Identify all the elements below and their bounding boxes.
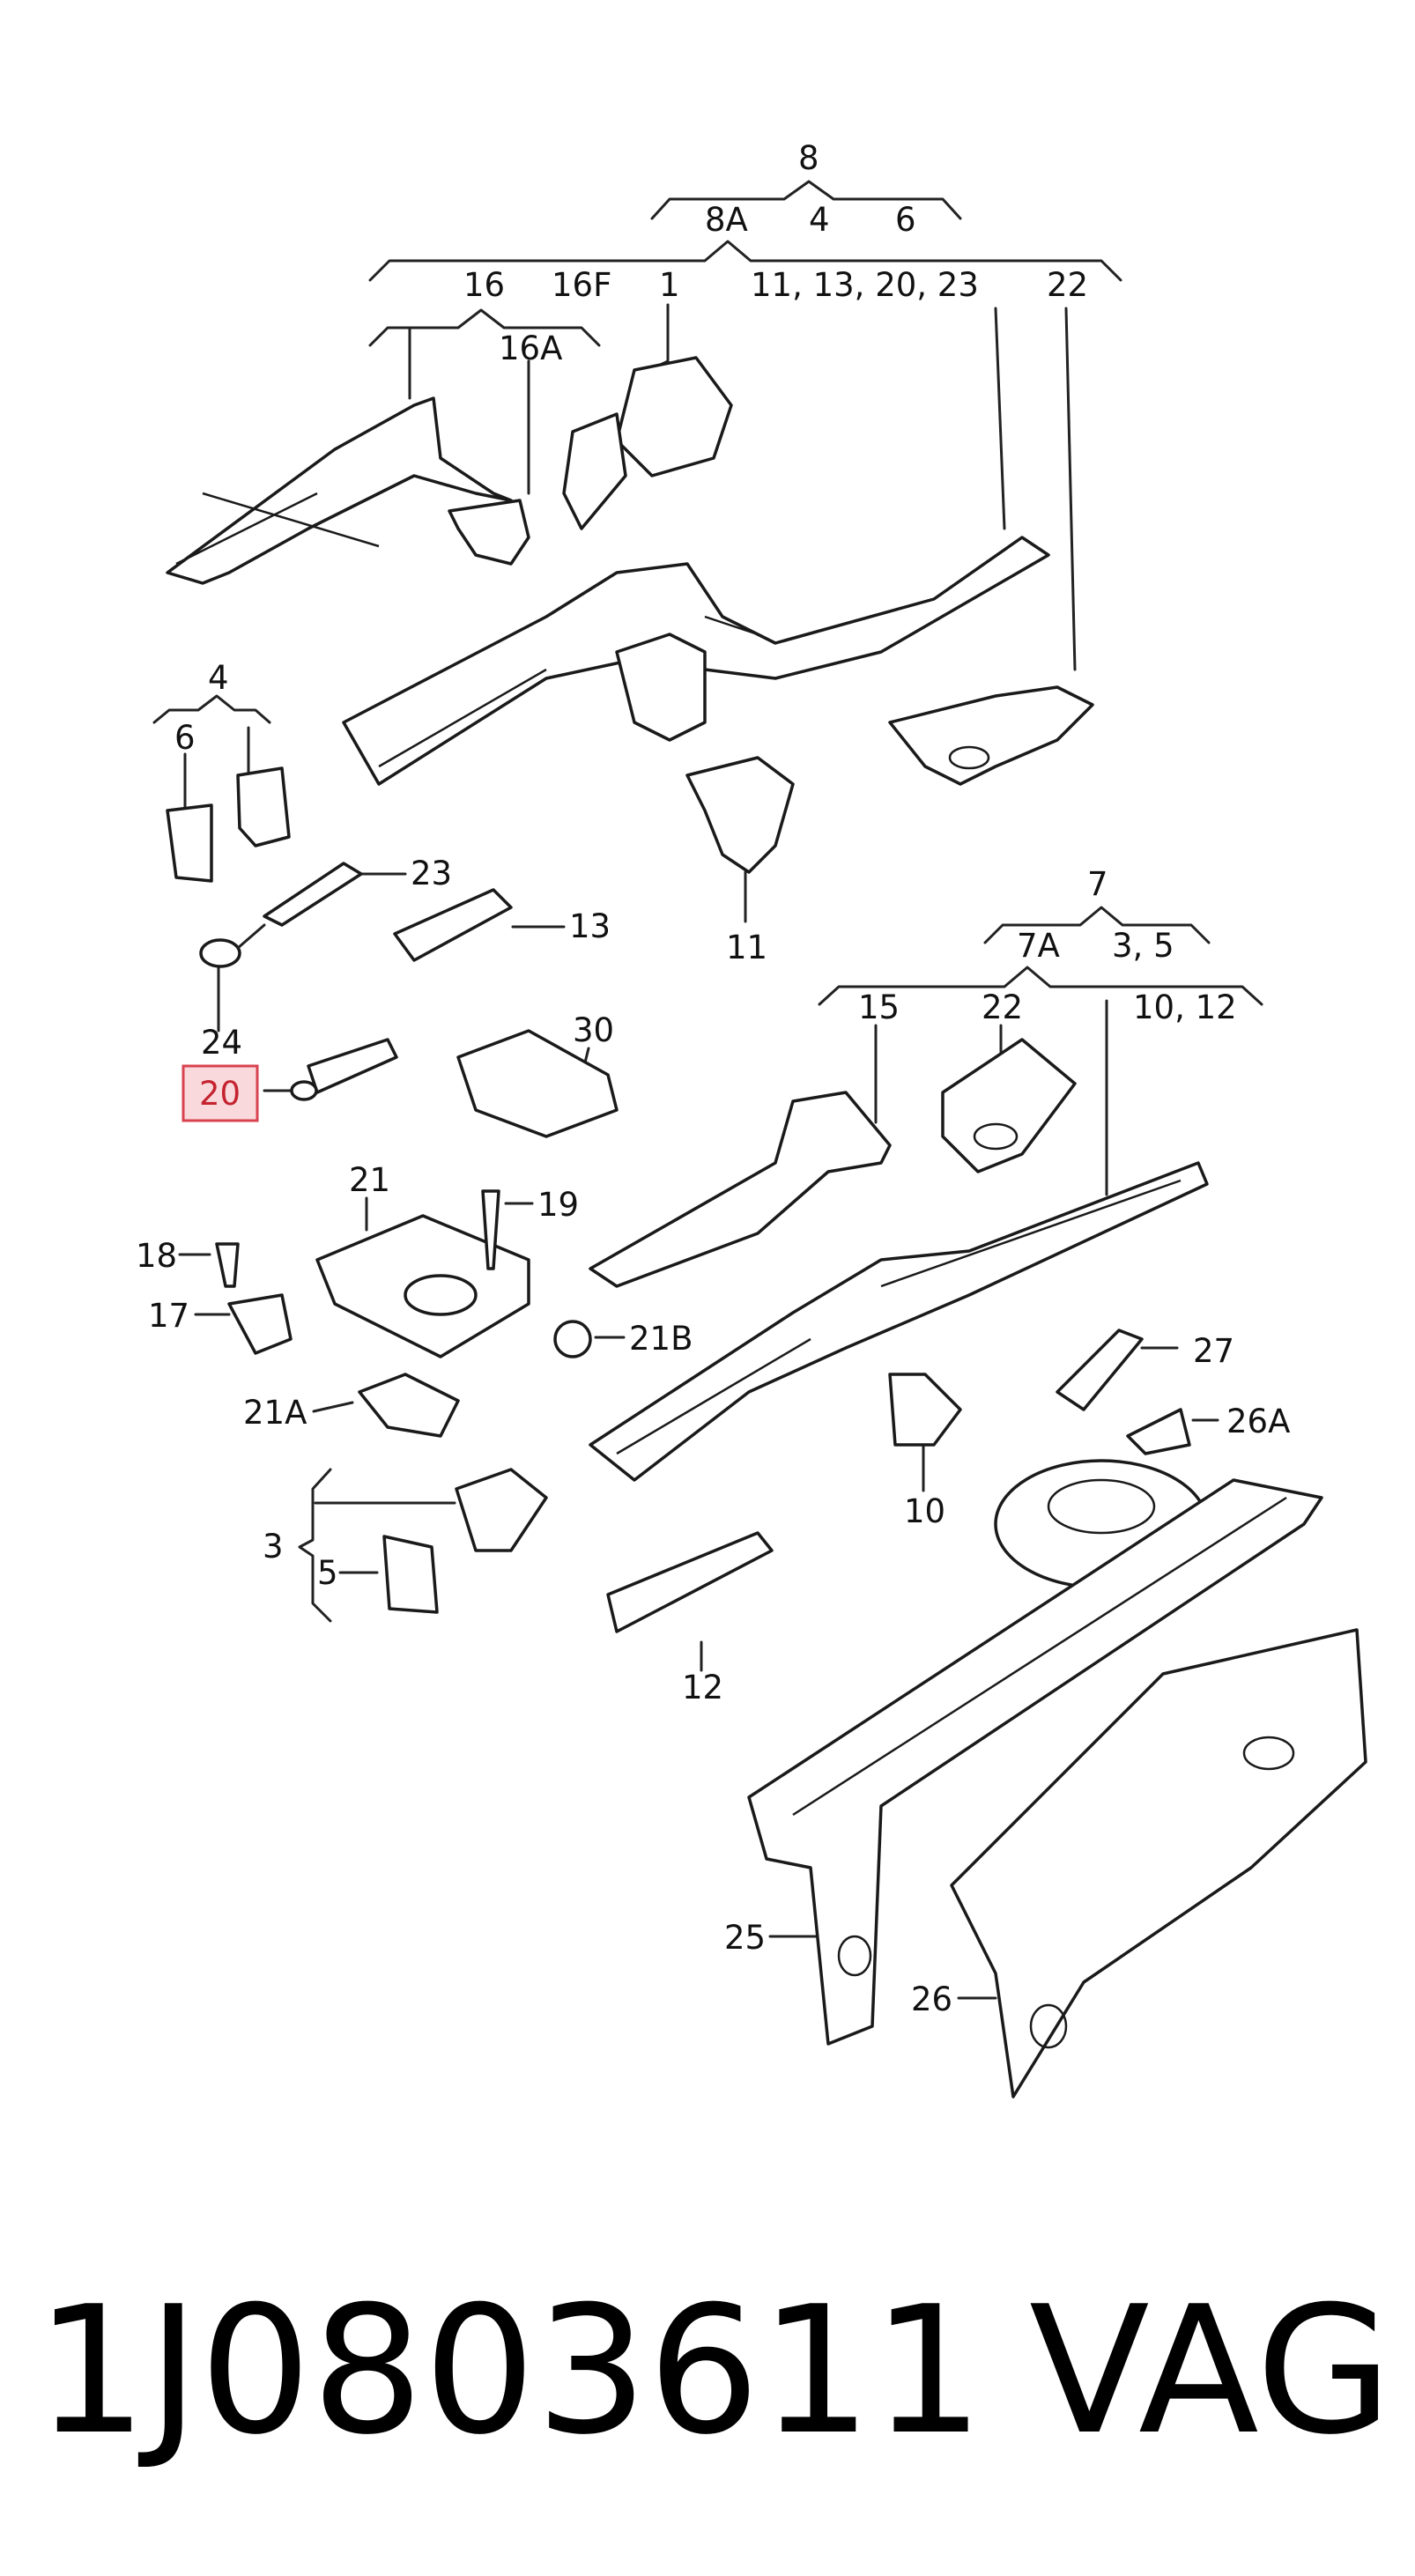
part-21A-cover bbox=[358, 1373, 460, 1438]
label-24: 24 bbox=[201, 1024, 242, 1062]
label-26: 26 bbox=[911, 1980, 952, 2018]
label-25: 25 bbox=[724, 1919, 766, 1957]
part-18-bolt bbox=[215, 1242, 240, 1288]
label-19: 19 bbox=[537, 1186, 579, 1224]
label-3-5: 3, 5 bbox=[1112, 927, 1174, 965]
part-12-channel bbox=[606, 1531, 774, 1633]
part-21B-clip bbox=[553, 1320, 592, 1358]
part-22-lower bbox=[941, 1038, 1077, 1173]
label-1: 1 bbox=[659, 266, 680, 304]
part-5-plate bbox=[382, 1535, 439, 1614]
part-drawings bbox=[166, 356, 1367, 2099]
label-10-12: 10, 12 bbox=[1133, 988, 1237, 1026]
label-16A: 16A bbox=[499, 329, 562, 367]
label-11: 11 bbox=[726, 929, 767, 966]
label-22-lower: 22 bbox=[982, 988, 1023, 1026]
label-11-13-20-23: 11, 13, 20, 23 bbox=[751, 266, 979, 304]
part-20-latch bbox=[307, 1038, 398, 1094]
label-8A: 8A bbox=[705, 201, 748, 239]
part-25-rail bbox=[747, 1478, 1323, 2046]
label-6-top: 6 bbox=[895, 201, 916, 239]
label-12: 12 bbox=[682, 1669, 723, 1706]
label-17: 17 bbox=[148, 1297, 189, 1335]
label-26A: 26A bbox=[1226, 1403, 1290, 1440]
label-13: 13 bbox=[569, 907, 611, 945]
label-23: 23 bbox=[411, 855, 452, 892]
part-11-strut bbox=[685, 756, 795, 874]
part-4-bracket bbox=[236, 766, 291, 848]
label-7: 7 bbox=[1087, 865, 1108, 903]
part-19-bolt bbox=[481, 1189, 500, 1270]
label-16: 16 bbox=[463, 266, 505, 304]
label-15: 15 bbox=[858, 988, 900, 1026]
label-3: 3 bbox=[263, 1528, 284, 1566]
label-20: 20 bbox=[199, 1075, 241, 1113]
part-6-plate bbox=[166, 803, 213, 883]
brand-name: VAG bbox=[1029, 2269, 1392, 2474]
highlight-box bbox=[182, 1064, 259, 1122]
label-30: 30 bbox=[573, 1011, 614, 1049]
part-26-panel bbox=[950, 1628, 1367, 2099]
part-support bbox=[562, 412, 627, 530]
label-18: 18 bbox=[136, 1237, 177, 1275]
part-3-bracket bbox=[455, 1468, 548, 1552]
part-13-channel bbox=[393, 888, 513, 962]
part-23-handle bbox=[263, 862, 363, 927]
part-30-mount bbox=[456, 1029, 619, 1138]
part-15-rail bbox=[589, 1091, 892, 1288]
part-10-bracket bbox=[888, 1373, 962, 1447]
label-6-left: 6 bbox=[174, 719, 196, 757]
label-27: 27 bbox=[1193, 1332, 1234, 1370]
label-10: 10 bbox=[904, 1492, 945, 1530]
part-center-arch bbox=[615, 633, 707, 742]
part-1-bracket bbox=[615, 356, 733, 477]
callout-lines bbox=[152, 180, 1263, 2000]
label-22-top: 22 bbox=[1047, 266, 1088, 304]
part-16A-bracket bbox=[448, 499, 530, 566]
label-4-top: 4 bbox=[809, 201, 830, 239]
part-27 bbox=[1056, 1329, 1144, 1411]
label-5: 5 bbox=[317, 1554, 338, 1592]
part-26A bbox=[1126, 1408, 1191, 1455]
label-8: 8 bbox=[798, 139, 819, 177]
label-7A: 7A bbox=[1017, 927, 1060, 965]
label-4-left: 4 bbox=[208, 659, 229, 697]
part-number: 1J0803611 bbox=[35, 2269, 984, 2474]
part-24-loop bbox=[199, 938, 241, 968]
label-16F: 16F bbox=[552, 266, 611, 304]
label-21A: 21A bbox=[243, 1394, 307, 1432]
label-21B: 21B bbox=[629, 1320, 693, 1358]
part-17-clamp bbox=[227, 1293, 293, 1355]
part-16-rail bbox=[166, 396, 513, 585]
label-21: 21 bbox=[349, 1161, 390, 1199]
part-labels: 8 8A 4 6 16 16F 1 11, 13, 20, 23 22 16A … bbox=[136, 139, 1290, 2018]
part-right-frame bbox=[589, 1161, 1209, 1482]
part-22-panel bbox=[888, 685, 1094, 786]
